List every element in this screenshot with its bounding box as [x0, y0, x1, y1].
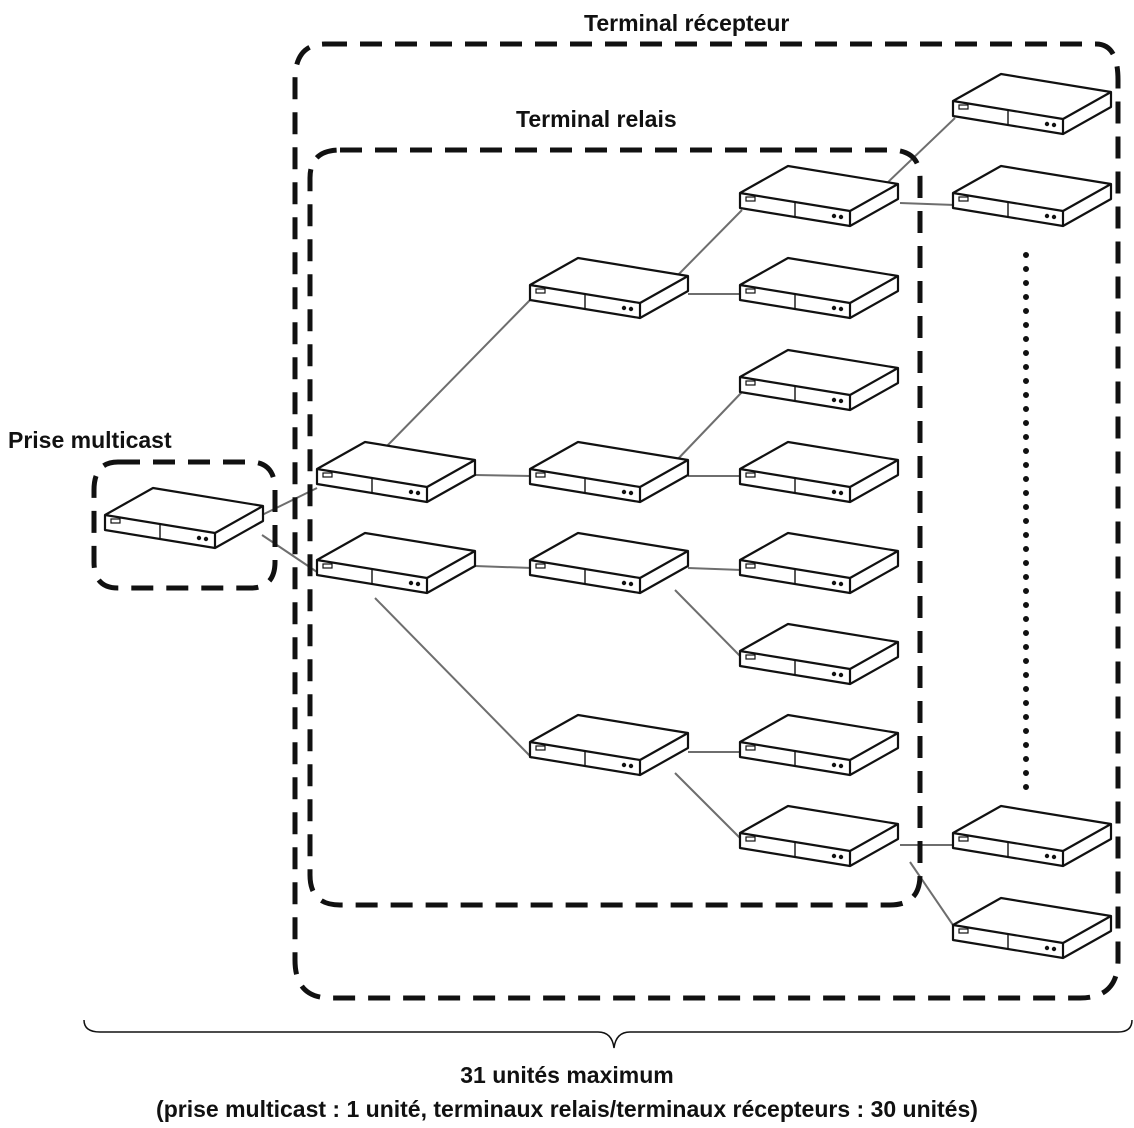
relay-device: [528, 531, 690, 595]
receiver-device: [951, 896, 1113, 960]
relay-device: [528, 713, 690, 777]
relay-device: [528, 256, 690, 320]
connection-lines: [261, 117, 956, 929]
relay-device: [738, 164, 900, 228]
relay-device: [528, 440, 690, 504]
relay-device: [738, 440, 900, 504]
receiver-group-border: [292, 41, 1121, 1001]
relay-group-border: [307, 147, 923, 908]
multicast-source-device: [103, 486, 265, 550]
relay-device: [315, 531, 477, 595]
units-detail-label: (prise multicast : 1 unité, terminaux re…: [156, 1096, 978, 1122]
relay-device: [738, 713, 900, 777]
receiver-device: [951, 72, 1113, 136]
relay-device: [738, 348, 900, 412]
receiver-device: [951, 804, 1113, 868]
total-units-label: 31 unités maximum: [460, 1062, 674, 1088]
relay-device: [738, 622, 900, 686]
relay-group-label: Terminal relais: [516, 106, 677, 132]
relay-device: [738, 256, 900, 320]
receiver-group-label: Terminal récepteur: [584, 10, 790, 36]
relay-device: [738, 531, 900, 595]
relay-device: [315, 440, 477, 504]
source-group-border: [91, 459, 278, 591]
receiver-device: [951, 164, 1113, 228]
total-brace: [83, 1019, 1133, 1049]
source-group-label: Prise multicast: [8, 427, 172, 453]
relay-device: [738, 804, 900, 868]
